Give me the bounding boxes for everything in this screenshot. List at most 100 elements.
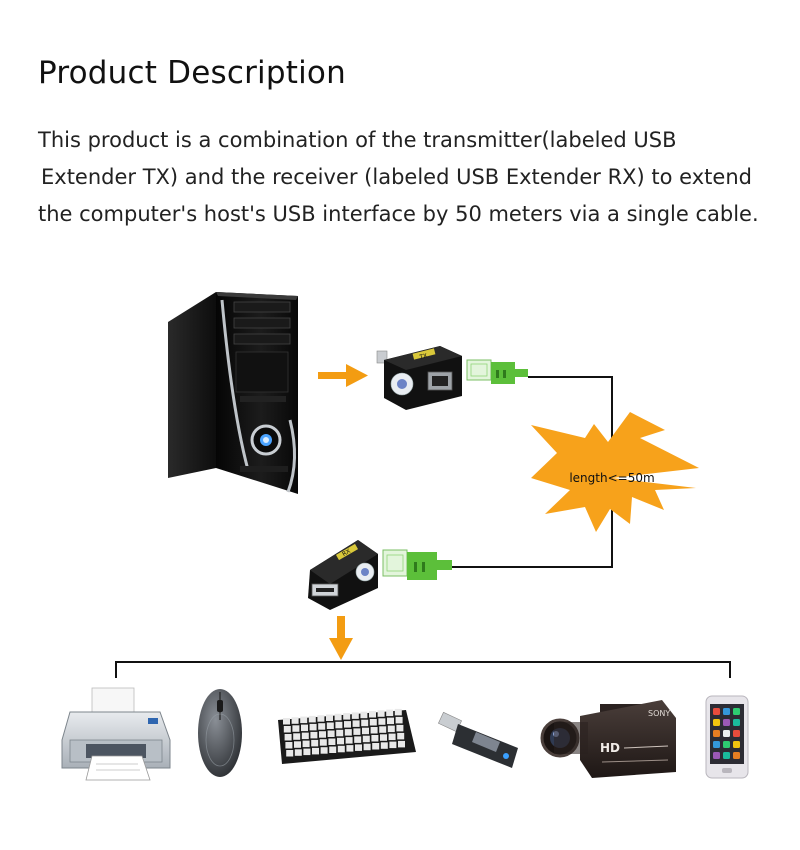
- keyboard-key: [343, 713, 351, 720]
- keyboard-key: [326, 722, 334, 729]
- keyboard-key: [328, 738, 336, 745]
- keyboard-key: [370, 727, 378, 734]
- phone-app-tile: [733, 708, 740, 715]
- keyboard-key: [310, 731, 318, 739]
- keyboard-key: [355, 744, 362, 751]
- keyboard-key: [353, 728, 361, 735]
- keyboard-key: [294, 741, 301, 748]
- description-line-3: the computer's host's USB interface by 5…: [38, 202, 759, 226]
- arrow-to-devices: [329, 616, 353, 660]
- keyboard-key: [372, 743, 380, 750]
- rj45-connector-tx-icon: [466, 359, 528, 384]
- keyboard-key: [300, 716, 308, 724]
- phone-app-tile: [723, 730, 730, 737]
- keyboard-key: [302, 740, 310, 748]
- keyboard-key: [311, 739, 319, 747]
- keyboard-key: [292, 725, 300, 732]
- usb-extender-tx-icon: TX: [376, 346, 462, 410]
- phone-app-tile: [733, 752, 740, 759]
- keyboard-key: [345, 737, 353, 744]
- keyboard-key: [344, 721, 351, 728]
- keyboard-key: [362, 735, 370, 743]
- usb-extender-rx-icon: RX: [308, 540, 378, 610]
- phone-app-tile: [723, 741, 730, 748]
- keyboard-key: [363, 743, 371, 751]
- keyboard-key: [387, 717, 394, 725]
- rj45-connector-rx-icon: [382, 549, 452, 580]
- keyboard-key: [303, 748, 311, 756]
- keyboard-key: [389, 741, 397, 749]
- phone-app-tile: [713, 708, 720, 715]
- keyboard-key: [396, 724, 404, 732]
- phone-app-tile: [713, 719, 720, 726]
- phone-app-tile: [733, 741, 740, 748]
- keyboard-key: [369, 719, 377, 726]
- keyboard-key: [394, 708, 402, 716]
- keyboard-key: [395, 716, 403, 724]
- keyboard-key: [360, 711, 368, 719]
- product-description: This product is a combination of the tra…: [38, 122, 783, 233]
- keyboard-key: [352, 720, 360, 727]
- keyboard-key: [361, 719, 369, 727]
- keyboard-key: [283, 718, 290, 725]
- keyboard-key: [337, 745, 345, 753]
- keyboard-key: [317, 715, 325, 722]
- keyboard-key: [301, 732, 309, 740]
- phone-app-tile: [713, 741, 720, 748]
- keyboard-key: [319, 739, 327, 746]
- length-label: length<=50m: [569, 471, 654, 485]
- phone-app-tile: [713, 730, 720, 737]
- keyboard-key: [397, 732, 405, 740]
- keyboard-key: [293, 733, 301, 740]
- keyboard-key: [308, 715, 316, 723]
- tx-label: TX: [418, 352, 428, 361]
- rx-label: RX: [341, 548, 352, 558]
- keyboard-key: [326, 714, 333, 721]
- camcorder-hd-badge: HD: [600, 741, 620, 755]
- phone-app-tile: [723, 708, 730, 715]
- keyboard-key: [398, 740, 405, 748]
- keyboard-key: [379, 726, 387, 733]
- keyboard-key: [346, 745, 354, 752]
- keyboard-key: [301, 724, 308, 732]
- keyboard-key: [335, 721, 343, 729]
- cable-length-burst: length<=50m: [531, 412, 699, 532]
- keyboard-key: [369, 711, 376, 718]
- keyboard-key: [354, 736, 362, 743]
- keyboard-key: [388, 733, 396, 741]
- keyboard-key: [291, 717, 299, 724]
- keyboard-key: [386, 709, 394, 717]
- keyboard-key: [294, 749, 302, 756]
- keyboard-key: [327, 730, 335, 737]
- keyboard-key: [286, 750, 294, 757]
- keyboard-key: [309, 723, 317, 731]
- keyboard-key: [378, 718, 386, 725]
- phone-app-tile: [723, 752, 730, 759]
- keyboard-key: [380, 734, 387, 741]
- mouse-icon: [198, 689, 242, 777]
- page-title: Product Description: [38, 55, 346, 91]
- keyboard-key: [334, 713, 342, 721]
- keyboard-key: [380, 742, 388, 749]
- phone-app-tile: [723, 719, 730, 726]
- keyboard-key: [362, 727, 369, 735]
- camcorder-icon: SONY HD: [540, 700, 676, 778]
- keyboard-key: [285, 742, 293, 749]
- keyboard-key: [387, 725, 395, 733]
- computer-tower-icon: [168, 292, 298, 494]
- phone-app-tile: [733, 730, 740, 737]
- keyboard-key: [284, 734, 292, 741]
- keyboard-key: [337, 737, 344, 745]
- smartphone-icon: [705, 695, 749, 779]
- keyboard-key: [371, 735, 379, 742]
- keyboard-key: [312, 747, 319, 755]
- keyboard-icon: [278, 708, 416, 764]
- keyboard-key: [351, 712, 359, 719]
- description-line-2: Extender TX) and the receiver (labeled U…: [41, 165, 752, 189]
- printer-icon: [61, 687, 171, 781]
- arrow-to-transmitter: [318, 364, 368, 387]
- phone-app-tile: [713, 752, 720, 759]
- keyboard-key: [329, 746, 337, 753]
- camcorder-brand-label: SONY: [648, 709, 670, 718]
